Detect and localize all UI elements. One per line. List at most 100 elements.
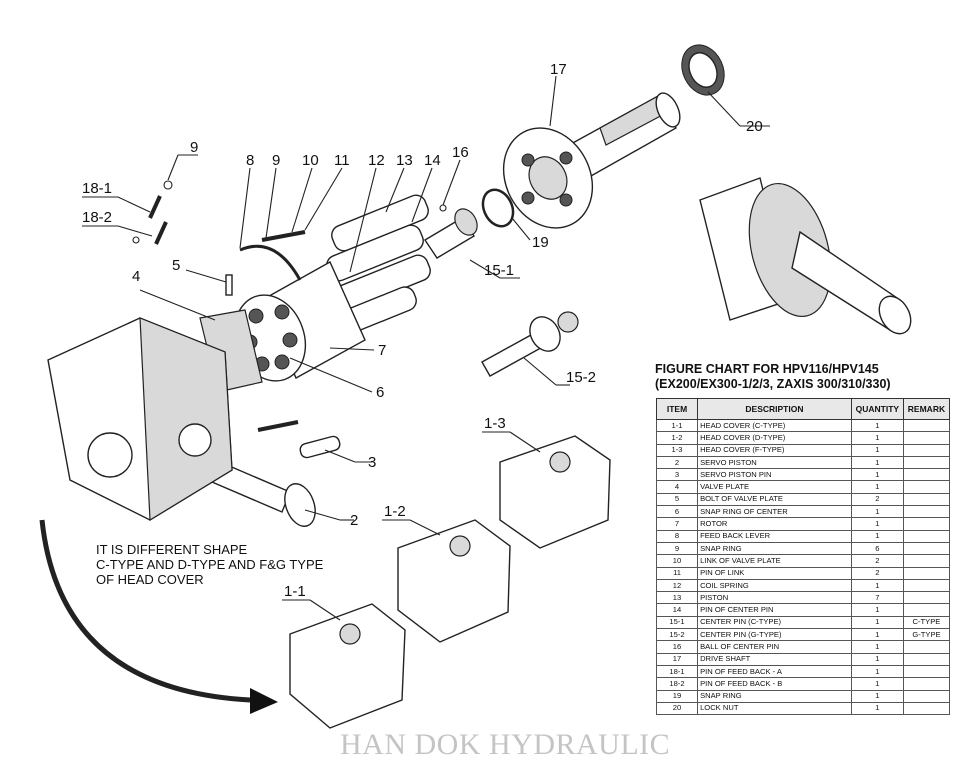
watermark-text: HAN DOK HYDRAULIC [340,728,671,761]
label-1-1: 1-1 [284,583,306,600]
lock-nut-part [681,44,725,96]
small-pins-part [132,180,447,296]
drive-shaft-part [502,92,681,229]
cell-quantity: 1 [850,652,904,666]
part-labels: 9 18-1 18-2 8 9 10 11 12 13 14 16 17 20 … [82,61,763,600]
cell-description: COIL SPRING [697,578,852,593]
cell-remark [902,689,951,703]
cell-quantity: 1 [850,677,904,691]
figure-chart-title: FIGURE CHART FOR HPV116/HPV145 (EX200/EX… [655,362,965,392]
cell-remark: C-TYPE [902,615,951,630]
label-19: 19 [532,234,549,251]
label-13: 13 [396,152,413,169]
cell-remark [902,664,951,679]
cell-quantity: 1 [850,628,904,642]
cell-quantity: 1 [850,505,904,519]
cell-description: PIN OF FEED BACK - B [697,677,852,691]
cell-quantity: 1 [850,615,904,630]
figure-chart-title-line2: (EX200/EX300-1/2/3, ZAXIS 300/310/330) [655,377,891,391]
cell-remark [902,443,951,457]
label-18-1: 18-1 [82,180,112,197]
cell-remark [902,505,951,519]
head-cover-c-part [289,603,406,729]
cell-remark [902,541,951,556]
cell-remark [902,566,951,580]
label-6: 6 [376,384,384,401]
cell-description: SERVO PISTON [697,455,852,470]
figure-chart-title-line1: FIGURE CHART FOR HPV116/HPV145 [655,362,879,376]
label-9a: 9 [190,139,198,156]
curved-arrow [39,519,251,703]
label-15-1: 15-1 [484,262,514,279]
cell-quantity: 1 [850,664,904,679]
header-remark: REMARK [902,398,951,420]
cell-quantity: 1 [850,443,904,457]
label-14: 14 [424,152,441,169]
cell-remark [902,640,951,654]
cell-remark [902,603,951,617]
cell-remark [902,468,951,482]
cell-description: PIN OF CENTER PIN [697,603,852,617]
cell-item: 1-1 [655,418,699,433]
cell-description: SNAP RING [697,689,852,703]
cell-item: 18-1 [655,664,699,679]
leader-lines [82,75,770,621]
cell-description: BOLT OF VALVE PLATE [697,492,852,507]
cell-remark [902,529,951,543]
cell-item: 10 [655,554,699,568]
cell-remark [902,431,951,445]
cell-item: 1-2 [655,431,699,445]
label-17: 17 [550,61,567,78]
label-12: 12 [368,152,385,169]
cell-quantity: 1 [850,418,904,433]
cell-item: 16 [655,640,699,654]
label-16: 16 [452,144,469,161]
cell-item: 5 [655,492,699,507]
cell-item: 15-2 [655,628,699,642]
cell-item: 2 [655,455,699,470]
cell-item: 9 [655,541,699,556]
cell-remark [902,455,951,470]
label-18-2: 18-2 [82,209,112,226]
servo-piston-part [211,461,316,527]
header-description: DESCRIPTION [697,398,852,420]
head-cover-d-part [397,519,511,643]
header-item: ITEM [655,398,699,420]
parts-table-header: ITEM DESCRIPTION QUANTITY REMARK [655,398,951,420]
label-5: 5 [172,257,180,274]
main-housing-part [47,317,233,522]
center-pin-part [424,208,579,377]
cell-quantity: 2 [850,492,904,507]
cell-description: SERVO PISTON PIN [697,468,852,482]
cell-item: 12 [655,578,699,593]
cell-description: LOCK NUT [697,701,852,716]
cell-description: PISTON [697,591,852,605]
cell-quantity: 1 [850,468,904,482]
cell-description: SNAP RING OF CENTER [697,505,852,519]
cell-item: 17 [655,652,699,666]
cell-description: HEAD COVER (F-TYPE) [697,443,852,457]
label-11: 11 [334,152,350,169]
label-3: 3 [368,454,376,471]
cell-remark [902,517,951,531]
cell-item: 1-3 [655,443,699,457]
cell-description: FEED BACK LEVER [697,529,852,543]
cell-description: VALVE PLATE [697,480,852,494]
cell-quantity: 1 [850,480,904,494]
label-15-2: 15-2 [566,369,596,386]
